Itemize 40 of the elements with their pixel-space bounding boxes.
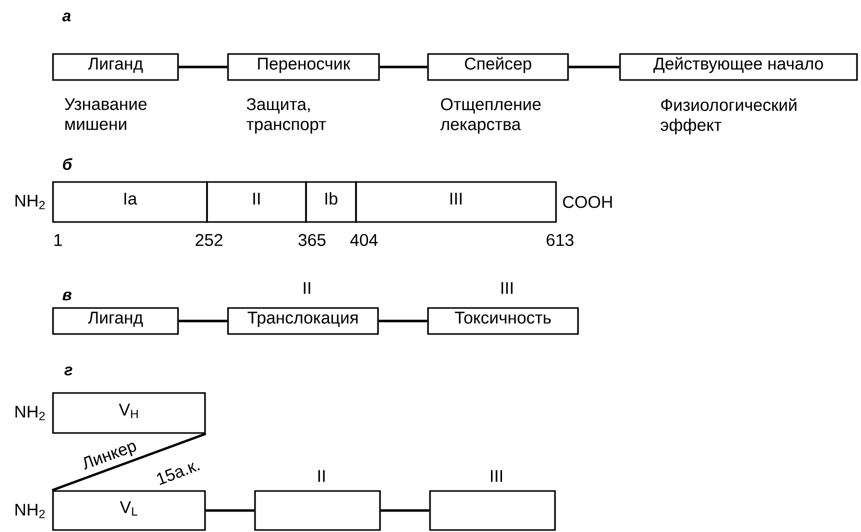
- caption-text: Защита, транспорт: [246, 98, 326, 134]
- node-label: III: [501, 282, 513, 294]
- module-box: Лиганд: [52, 307, 179, 335]
- panel-letter: г: [64, 366, 72, 376]
- caption-text: Отщепление лекарства: [440, 98, 541, 134]
- connector-line: [378, 320, 428, 322]
- terminus-label: NH$_{2}$: [16, 504, 45, 518]
- position-number: 365: [298, 234, 326, 246]
- node-label: II: [318, 470, 325, 482]
- module-box: Переносчик: [227, 53, 380, 81]
- edge-label: Линкер: [84, 442, 136, 470]
- domain-box: III Токсичность: [427, 282, 579, 335]
- linker-length: 15а.к.: [156, 462, 200, 485]
- segment-box: Ib: [305, 181, 357, 223]
- caption-text: Узнавание мишени: [64, 98, 147, 130]
- connector-line: [178, 320, 228, 322]
- module-box: Спейсер: [427, 53, 569, 81]
- connector-line: [380, 509, 430, 512]
- connector-line: [568, 66, 620, 68]
- connector-line: [380, 66, 428, 68]
- panel-letter: а: [62, 12, 71, 22]
- caption-text: Физиологический эффект: [660, 98, 796, 134]
- module-box: Действующее начало: [619, 53, 858, 81]
- position-number: 613: [546, 234, 574, 246]
- connector-line: [206, 509, 254, 512]
- node-label: III: [490, 470, 502, 482]
- position-number: 404: [350, 234, 378, 246]
- domain-box: II Транслокация: [227, 282, 379, 335]
- connector-line: [178, 66, 228, 68]
- connector-line: [52, 432, 206, 492]
- position-number: 252: [196, 234, 222, 246]
- domain-box: III: [429, 470, 556, 531]
- segment-box: Ia: [52, 181, 208, 223]
- segment-box: II: [206, 181, 307, 223]
- domain-box: II: [254, 470, 381, 531]
- module-box: V$_{H}$: [52, 392, 206, 434]
- module-box: Лиганд: [52, 53, 179, 81]
- module-box: V$_{L}$: [52, 490, 206, 531]
- node-label: II: [304, 282, 310, 294]
- segment-box: III: [355, 181, 557, 223]
